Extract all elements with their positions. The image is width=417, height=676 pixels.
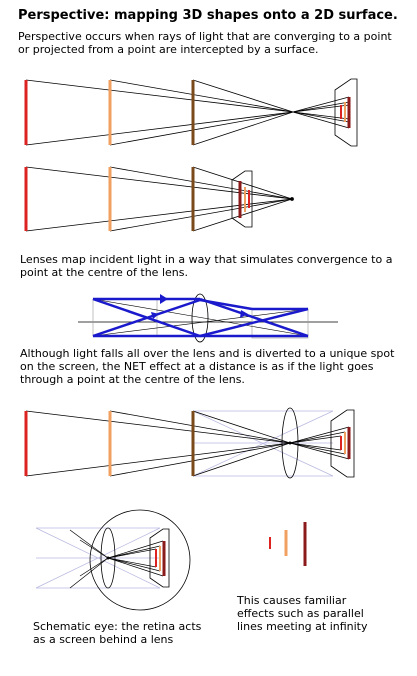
intro-text: Perspective occurs when rays of light th… (18, 30, 392, 56)
eyeball (89, 509, 191, 611)
rays (25, 410, 350, 477)
rays (69, 529, 164, 589)
lens (281, 407, 299, 479)
eye-lens-centre (106, 556, 110, 560)
arrowheads (151, 294, 248, 319)
blue-rays (92, 297, 309, 338)
guide-lines (35, 527, 161, 589)
retina-screen (149, 528, 170, 588)
diagram-convergence-behind (24, 78, 358, 147)
projection-screen (330, 409, 355, 478)
guide-lines (192, 410, 334, 477)
eye-lens (100, 527, 116, 589)
projection-screen (231, 170, 253, 228)
net-effect-text: Although light falls all over the lens a… (20, 347, 395, 386)
familiar-caption: This causes familiar effects such as par… (237, 594, 368, 633)
rays (25, 79, 350, 146)
diagram-convergence-front (24, 166, 294, 232)
diagram-lens-rays (78, 293, 338, 343)
diagram-familiar-effect (269, 522, 307, 566)
lens-centre (288, 441, 292, 445)
eye-caption: Schematic eye: the retina acts as a scre… (33, 620, 202, 646)
page-title: Perspective: mapping 3D shapes onto a 2D… (18, 8, 398, 23)
projection-screen (334, 78, 358, 147)
diagram-schematic-eye (35, 509, 191, 611)
rays (25, 166, 293, 232)
lens-text: Lenses map incident light in a way that … (20, 253, 393, 279)
diagram-lens-screen (24, 407, 355, 479)
lens (191, 293, 209, 343)
convergence-point (290, 197, 294, 201)
